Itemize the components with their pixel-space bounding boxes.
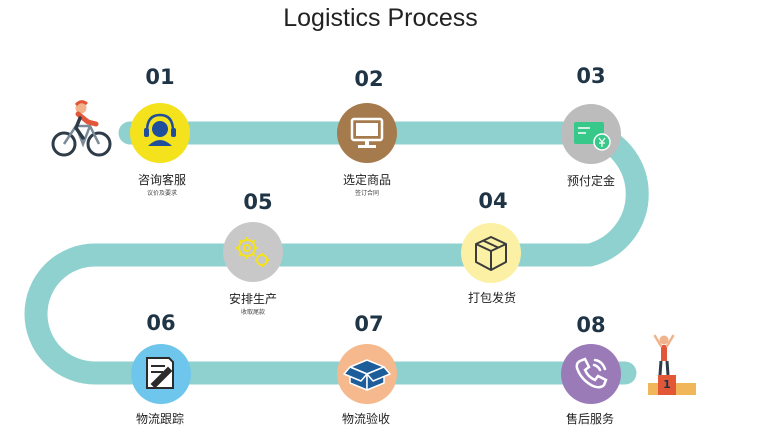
step-1-label: 咨询客服 — [137, 173, 186, 187]
gears-icon — [236, 237, 269, 267]
step-1-circle[interactable] — [129, 102, 191, 164]
payment-card-icon — [574, 122, 611, 151]
document-pen-icon — [146, 357, 174, 389]
step-6-number: 06 — [146, 311, 176, 335]
step-2-sublabel: 签订合同 — [354, 190, 379, 197]
step-8-number: 08 — [576, 313, 606, 337]
diagram-title: Logistics Process — [283, 4, 478, 32]
step-8-label: 售后服务 — [565, 412, 614, 426]
step-2-circle[interactable] — [336, 102, 398, 164]
phone-icon — [575, 357, 608, 389]
step-3-label: 预付定金 — [566, 174, 615, 188]
step-7-number: 07 — [354, 312, 384, 336]
open-box-icon — [343, 359, 391, 391]
step-5-sublabel: 收取尾款 — [240, 309, 265, 316]
step-7-circle[interactable] — [336, 343, 398, 405]
monitor-icon — [350, 117, 384, 148]
step-4-number: 04 — [478, 189, 508, 213]
winner-podium-icon — [648, 334, 696, 395]
step-2-label: 选定商品 — [342, 173, 391, 187]
step-5-number: 05 — [243, 190, 273, 214]
step-6-label: 物流跟踪 — [135, 412, 184, 426]
step-7-label: 物流验收 — [341, 412, 390, 426]
step-8-circle[interactable] — [560, 343, 622, 405]
step-3-circle[interactable] — [560, 103, 622, 165]
step-2-number: 02 — [354, 67, 384, 91]
step-1-sublabel: 议价及要求 — [146, 190, 177, 197]
package-box-icon — [475, 236, 507, 271]
step-5-label: 安排生产 — [228, 292, 277, 306]
step-1-number: 01 — [145, 65, 175, 89]
podium-label: 1 — [663, 378, 671, 391]
step-4-label: 打包发货 — [467, 291, 516, 305]
cyclist-icon — [51, 100, 112, 157]
step-4-circle[interactable] — [460, 222, 522, 284]
step-6-circle[interactable] — [130, 343, 192, 405]
step-5-circle[interactable] — [222, 221, 284, 283]
headset-icon — [144, 113, 176, 146]
step-3-number: 03 — [576, 64, 606, 88]
